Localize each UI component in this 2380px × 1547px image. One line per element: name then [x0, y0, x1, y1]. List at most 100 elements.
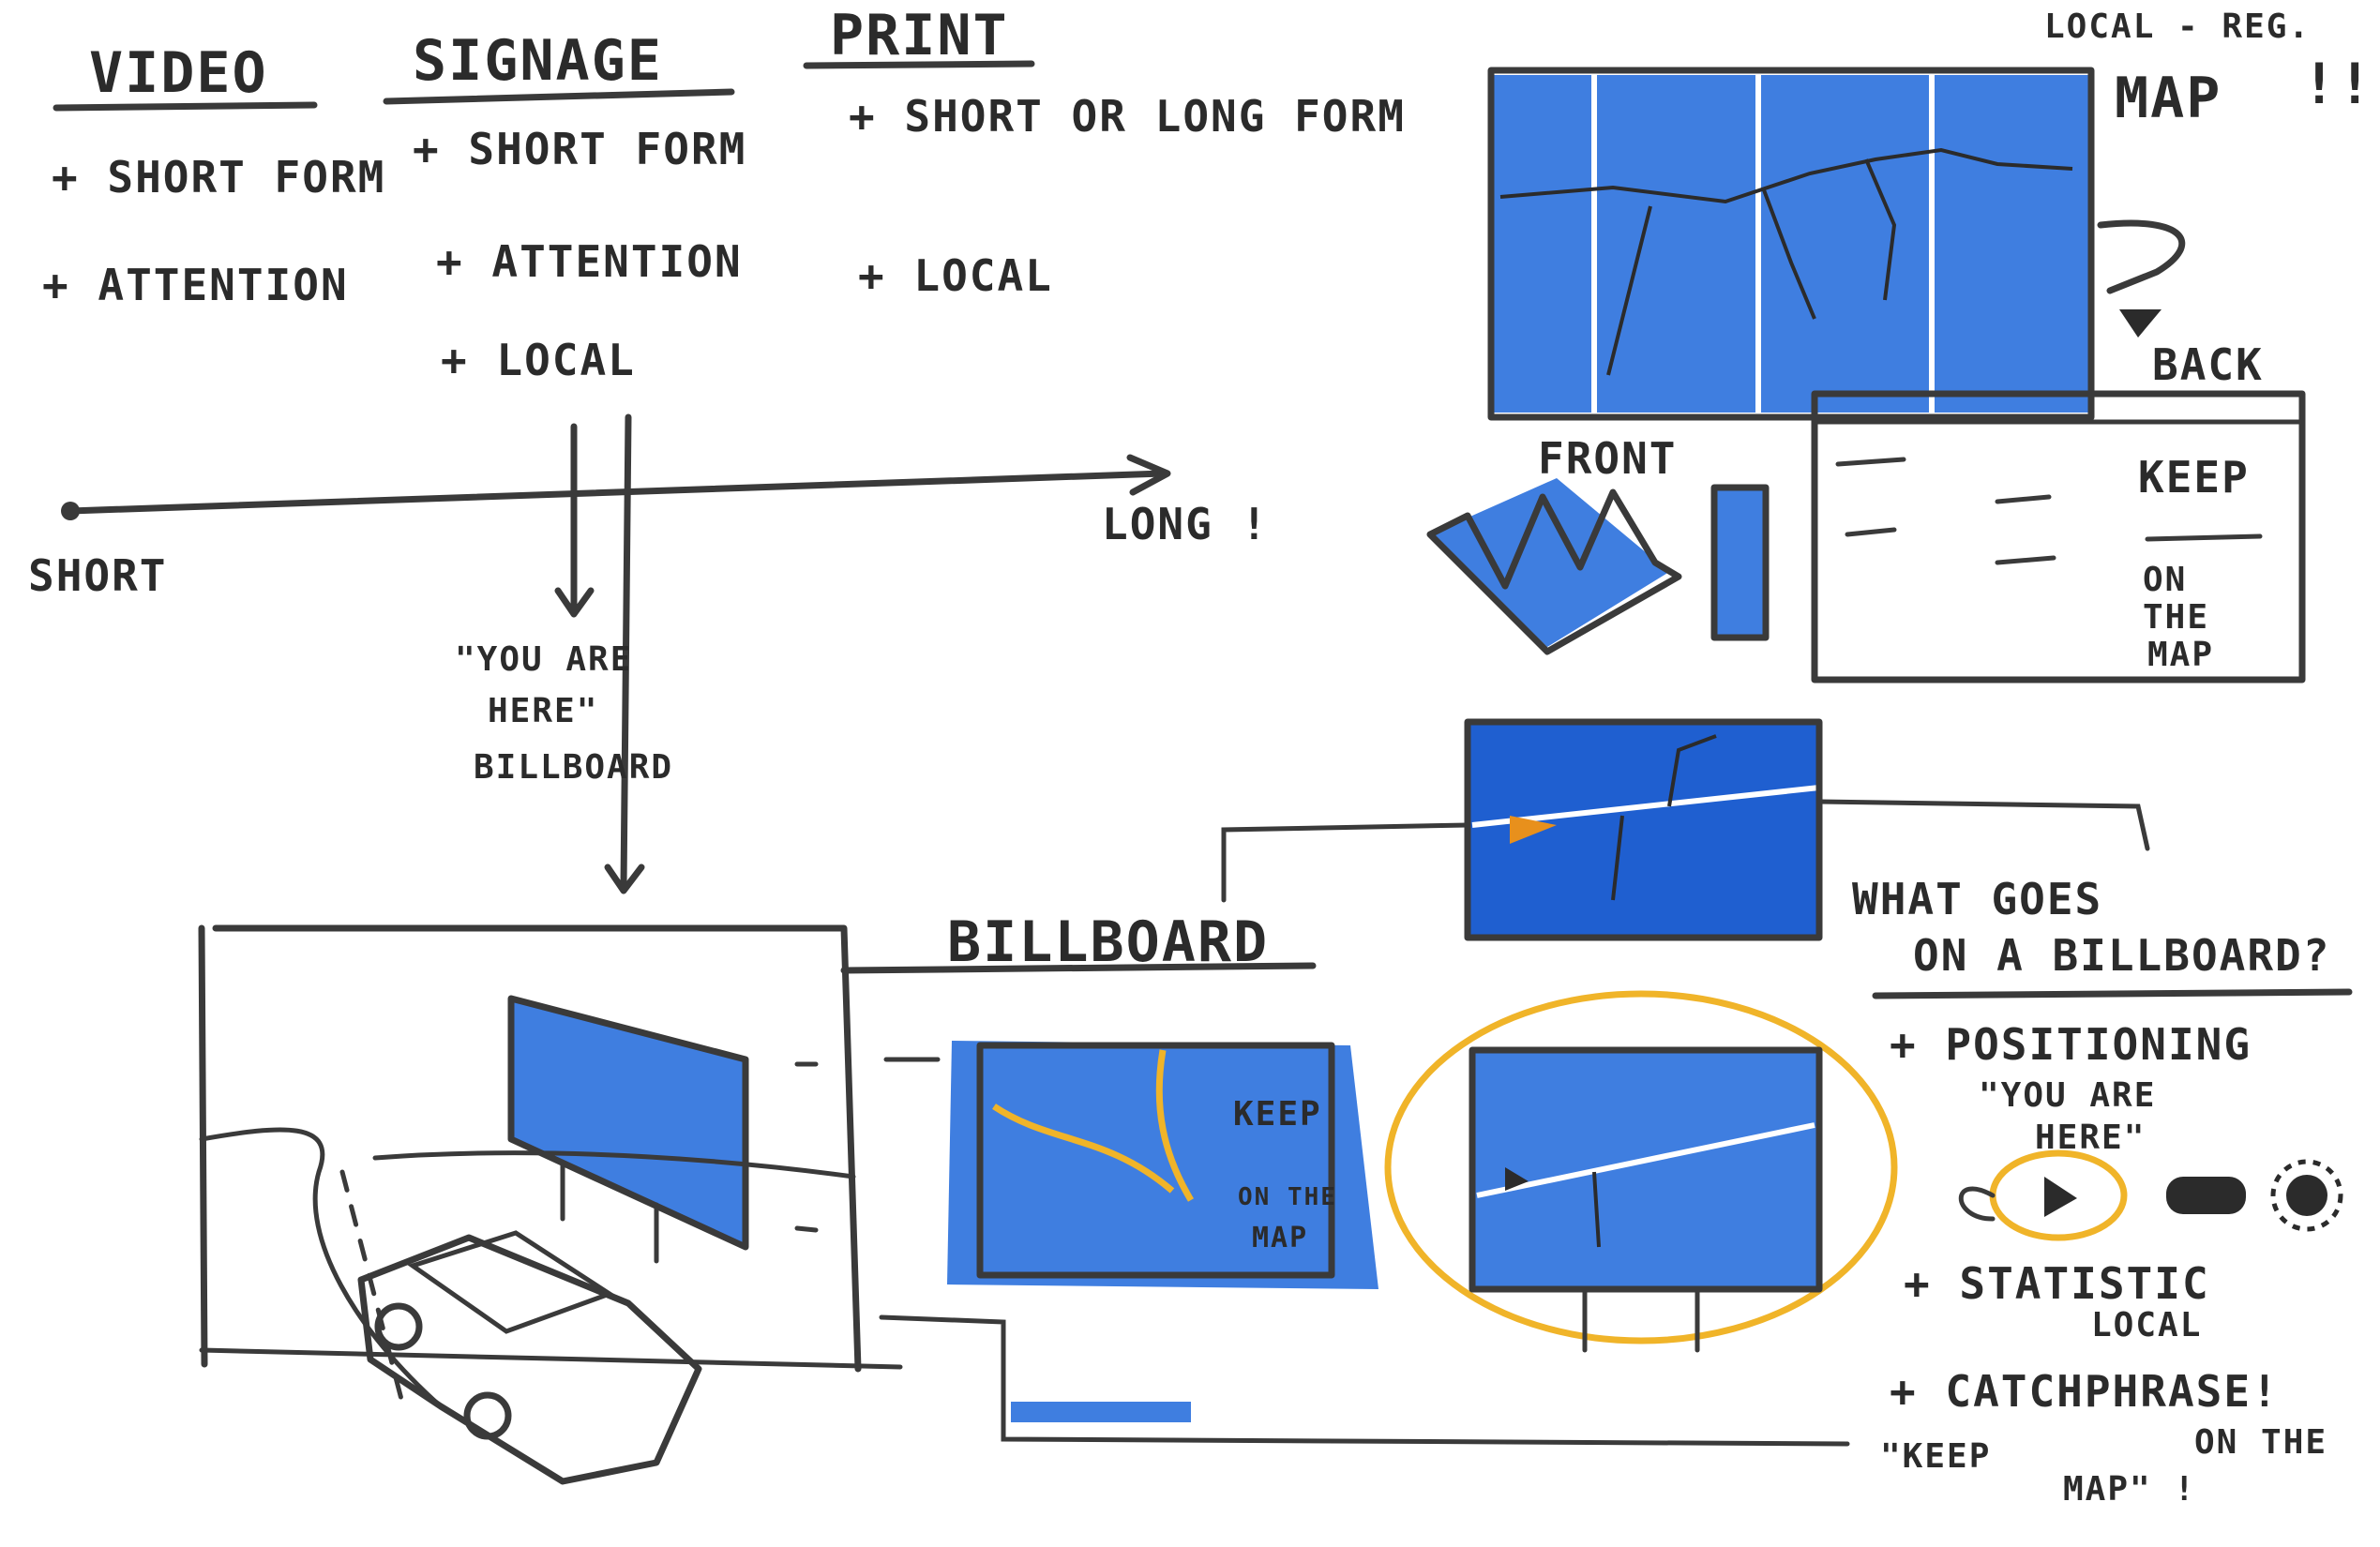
outcome-line-1: "YOU ARE — [455, 640, 632, 679]
scene-ground — [199, 1347, 903, 1370]
scale-line — [67, 470, 1167, 515]
back-card-keep: KEEP — [2138, 452, 2250, 503]
map-road-2 — [1761, 187, 1816, 320]
what-goes-title-1: WHAT GOES — [1852, 874, 2102, 924]
scene-billboard-fill — [511, 999, 746, 1247]
map-frame — [1487, 67, 2095, 421]
billboard-top-frame — [1464, 718, 1823, 941]
what-goes-item-3-sub-2: ON THE — [2194, 1423, 2327, 1462]
positioning-you-icon — [2044, 1177, 2077, 1217]
what-goes-item-1: + POSITIONING — [1890, 1019, 2252, 1070]
what-goes-title-2: ON A BILLBOARD? — [1913, 930, 2330, 981]
billboard-panel-2-road — [1476, 1122, 1815, 1198]
you-are-here-outcome: "YOU ARE HERE" BILLBOARD — [455, 640, 673, 787]
billboard-top-marker — [1510, 816, 1557, 844]
billboard-title-underline — [840, 962, 1317, 974]
video-heading: VIDEO — [89, 40, 268, 106]
map-sketch: LOCAL - REG. MAP !! BACK KEEP ON THE MAP… — [1426, 8, 2373, 683]
billboard-top-road — [1471, 785, 1820, 828]
arrow-line-right — [620, 413, 632, 890]
map-road-1 — [1606, 205, 1652, 376]
scene-car-body — [357, 1234, 702, 1485]
signage-item-attention: + ATTENTION — [436, 236, 743, 287]
what-goes-item-2: + STATISTIC — [1904, 1258, 2210, 1309]
scene-car-wheel-2 — [463, 1391, 512, 1440]
scale-start-dot — [61, 502, 80, 520]
map-front-label: FRONT — [1538, 433, 1677, 484]
billboard-panel-2-frame — [1469, 1046, 1823, 1293]
scene-car-roof — [407, 1230, 615, 1334]
map-road-3 — [1864, 158, 1897, 301]
print-column: PRINT + SHORT OR LONG FORM + LOCAL — [803, 3, 1406, 301]
scene-lane-dashes — [339, 1169, 406, 1409]
short-long-scale: SHORT LONG ! — [28, 454, 1269, 601]
map-top-label-1: LOCAL - REG. — [2044, 8, 2311, 46]
billboard-panel-2-highlight — [1384, 990, 1898, 1344]
back-card-the: THE — [2143, 598, 2209, 637]
print-underline — [803, 60, 1035, 69]
flip-arrow-head — [2119, 309, 2162, 338]
back-card-line-1 — [1835, 457, 1906, 467]
positioning-target-icon — [2286, 1175, 2327, 1216]
map-blue-fill — [1491, 75, 2091, 413]
billboard-panel-1-routes — [992, 1049, 1195, 1202]
back-card-line-4 — [1995, 555, 2056, 565]
folded-map-outline — [1426, 488, 1682, 655]
scene-billboard-frame — [507, 995, 749, 1251]
what-goes-item-2-sub: LOCAL — [2091, 1306, 2202, 1344]
signage-column: SIGNAGE + SHORT FORM + ATTENTION + LOCAL — [383, 28, 746, 385]
billboard-panel-1-frame — [976, 1042, 1335, 1279]
map-top-label-2: MAP — [2115, 66, 2222, 131]
billboard-top-connector-right — [1816, 799, 2150, 851]
video-item-short-form: + SHORT FORM — [52, 152, 385, 203]
folded-map-fill — [1430, 478, 1669, 647]
billboard-top-road-1 — [1667, 734, 1717, 807]
billboard-panel-1-map: MAP — [1252, 1222, 1308, 1254]
signage-underline — [383, 88, 735, 105]
scale-short-label: SHORT — [28, 550, 167, 601]
billboard-section: BILLBOARD KEEP ON THE MAP — [840, 718, 2150, 1447]
print-heading: PRINT — [830, 3, 1009, 68]
what-goes-item-3-sub-3: MAP" ! — [2063, 1470, 2196, 1509]
billboard-panel-1-fill — [947, 1041, 1378, 1289]
back-card-frame — [1811, 390, 2306, 683]
outcome-line-3: BILLBOARD — [474, 748, 673, 787]
signage-item-local: + LOCAL — [441, 335, 636, 385]
billboard-top-connector-left — [1221, 822, 1470, 903]
scene-road-left — [199, 1127, 444, 1409]
flip-arrow — [2097, 219, 2186, 294]
scale-long-label: LONG ! — [1102, 499, 1269, 549]
video-item-attention: + ATTENTION — [42, 260, 349, 310]
map-top-label-3: !! — [2302, 52, 2373, 117]
outcome-line-2: HERE" — [488, 692, 598, 730]
what-goes-item-3-sub-1: "KEEP — [1880, 1437, 1991, 1476]
closed-map-fill — [1714, 488, 1766, 638]
billboard-strip — [1011, 1402, 1191, 1422]
scene-frame-left — [198, 924, 208, 1368]
closed-map-outline — [1710, 484, 1770, 641]
down-arrows — [554, 413, 645, 894]
billboard-panel-2-marker — [1505, 1167, 1529, 1191]
positioning-swirl — [1958, 1186, 1996, 1222]
scale-arrowhead — [1126, 454, 1171, 496]
billboard-panel-1-on-the: ON THE — [1238, 1183, 1337, 1211]
positioning-target-ring — [2270, 1159, 2343, 1232]
scene-road-far — [372, 1150, 856, 1179]
billboard-top-road-2 — [1611, 815, 1624, 901]
print-item-short-long: + SHORT OR LONG FORM — [849, 91, 1406, 142]
signage-heading: SIGNAGE — [413, 28, 663, 94]
scene-car-wheel-1 — [374, 1302, 423, 1351]
back-card-on: ON — [2143, 561, 2187, 599]
what-goes-list: WHAT GOES ON A BILLBOARD? + POSITIONING … — [1852, 874, 2353, 1509]
scene-dash-3 — [794, 1225, 819, 1233]
what-goes-item-3: + CATCHPHRASE! — [1890, 1366, 2280, 1417]
billboard-panel-2-fill — [1472, 1050, 1819, 1289]
scene-frame-top — [212, 924, 862, 1373]
what-goes-underline — [1872, 988, 2353, 999]
arrow-head-right — [604, 864, 645, 894]
arrow-head-left — [554, 587, 595, 618]
signage-item-short-form: + SHORT FORM — [413, 124, 746, 174]
back-card-line-5 — [2145, 533, 2263, 542]
print-item-local: + LOCAL — [858, 250, 1053, 301]
